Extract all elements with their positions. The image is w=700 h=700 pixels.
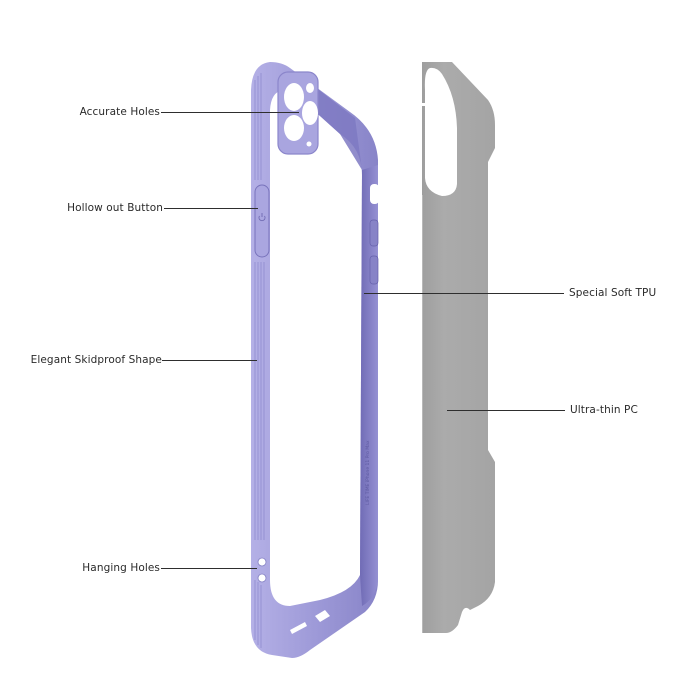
callout-label: Accurate Holes <box>79 106 160 118</box>
bottom-cutout-2 <box>290 622 307 634</box>
hanging-hole-2 <box>257 573 267 583</box>
bottom-cutout-1 <box>315 610 330 622</box>
leader-line <box>161 112 299 113</box>
flash-hole <box>306 83 314 93</box>
callout-label: Elegant Skidproof Shape <box>30 354 162 366</box>
camera-hole-1 <box>284 83 304 111</box>
callout-label: Hollow out Button <box>67 202 163 214</box>
callout-label: Ultra-thin PC <box>570 404 638 416</box>
mute-switch-hole <box>370 184 379 204</box>
leader-line <box>364 293 564 294</box>
camera-hole-3 <box>302 101 318 125</box>
leader-line <box>447 410 565 411</box>
hanging-hole-1 <box>257 557 267 567</box>
leader-line <box>162 360 257 361</box>
volume-up-button <box>369 219 379 247</box>
camera-module <box>277 71 319 155</box>
power-icon <box>258 213 266 222</box>
leader-line <box>161 568 257 569</box>
camera-hole-2 <box>284 115 304 141</box>
tpu-frame: LIFE TIME iPhone 11 Pro Max <box>251 62 379 658</box>
volume-down-button <box>369 255 379 285</box>
leader-line <box>164 208 258 209</box>
pc-plate <box>420 62 495 633</box>
mic-hole <box>306 141 312 147</box>
callout-label: Hanging Holes <box>82 562 160 574</box>
callout-label: Special Soft TPU <box>569 287 657 299</box>
skidproof-ridges <box>254 73 265 648</box>
plate-camera-cutout <box>424 67 457 196</box>
frame-imprint: LIFE TIME iPhone 11 Pro Max <box>365 440 371 505</box>
